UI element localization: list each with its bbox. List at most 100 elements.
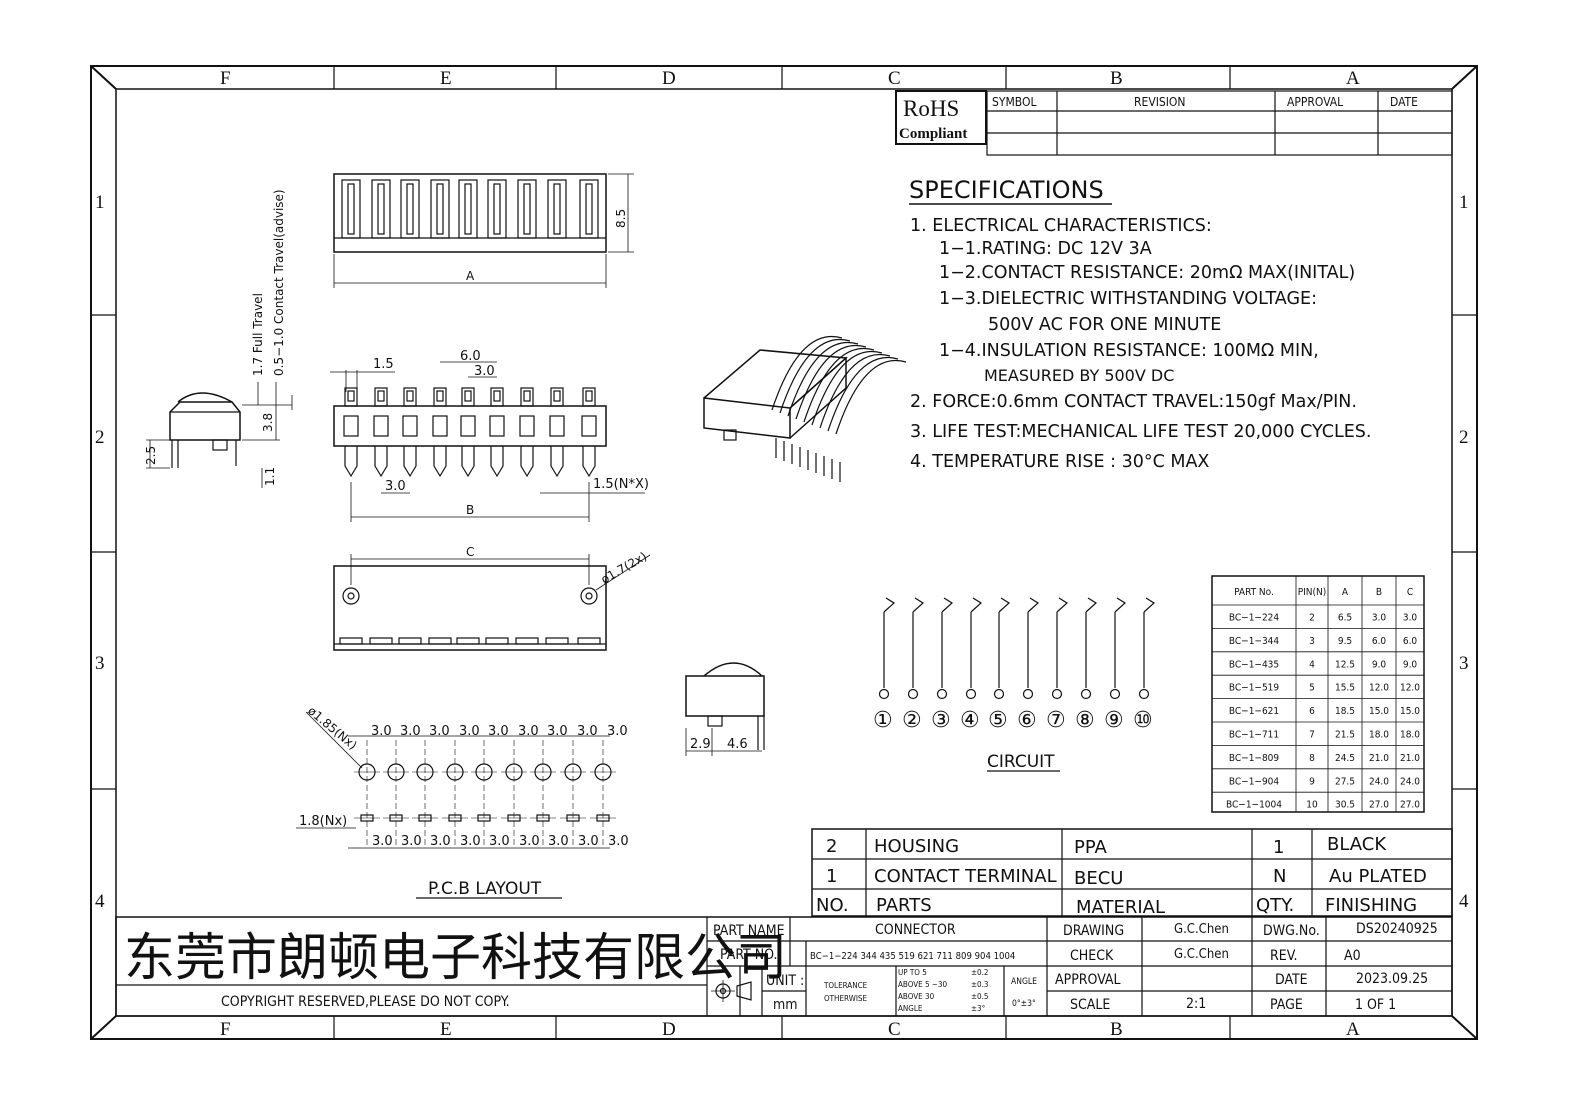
tb-label: PART NAME xyxy=(713,923,785,939)
spec-line: 500V AC FOR ONE MINUTE xyxy=(988,315,1221,335)
bom-cell: 1 xyxy=(826,866,837,887)
rohs-sub: Compliant xyxy=(899,126,967,142)
slot-inner xyxy=(585,183,593,235)
circuit-switch xyxy=(1143,597,1155,613)
window xyxy=(519,415,535,437)
pad xyxy=(545,637,569,645)
tb-label: CHECK xyxy=(1070,948,1114,964)
dim-label: 3.0 xyxy=(474,364,495,379)
dim-label: 3.0 xyxy=(547,724,568,739)
small-side-view: 2.9 4.6 xyxy=(685,662,765,756)
dim-label: 3.0 xyxy=(372,834,393,849)
col-label: E xyxy=(440,1019,452,1040)
slot-inner xyxy=(493,183,501,235)
circuit-pin-label: ② xyxy=(902,708,922,733)
circuit-switch xyxy=(883,597,895,613)
tb-label: DWG.No. xyxy=(1263,923,1320,939)
col-label: C xyxy=(888,1019,901,1040)
table-cell: 21.0 xyxy=(1369,753,1389,764)
tb-value: 2:1 xyxy=(1186,996,1206,1012)
pcb-title: P.C.B LAYOUT xyxy=(428,879,542,899)
table-cell: 3 xyxy=(1309,636,1315,647)
table-cell: BC−1−711 xyxy=(1229,730,1279,741)
pin xyxy=(403,446,417,478)
bom-cell: CONTACT TERMINAL xyxy=(874,866,1057,887)
tb-value: ABOVE 5 ~30 xyxy=(898,980,947,989)
table-cell: 24.0 xyxy=(1369,776,1389,787)
contact-top xyxy=(490,387,504,407)
contact-top xyxy=(461,387,475,407)
table-cell: 9.0 xyxy=(1403,659,1418,670)
bom-cell: 1 xyxy=(1273,837,1284,858)
circuit-switch xyxy=(1114,597,1126,613)
window xyxy=(460,415,476,437)
table-cell: 18.0 xyxy=(1400,730,1420,741)
slot xyxy=(547,179,567,239)
tb-label: TOLERANCE xyxy=(823,981,868,990)
slot-inner xyxy=(406,183,414,235)
revision-header: APPROVAL xyxy=(1287,95,1343,109)
spec-line: 1−4.INSULATION RESISTANCE: 100MΩ MIN, xyxy=(939,341,1319,361)
circuit-title: CIRCUIT xyxy=(987,752,1055,772)
circuit-switch xyxy=(1027,597,1039,613)
contact-top xyxy=(344,387,358,407)
circuit-pin-label: ⑦ xyxy=(1046,708,1066,733)
iso-contact xyxy=(771,336,843,411)
rohs-title: RoHS xyxy=(903,96,959,121)
tb-value: 1 OF 1 xyxy=(1355,997,1396,1013)
pad xyxy=(398,637,422,645)
table-header: A xyxy=(1342,587,1349,598)
slot xyxy=(517,179,537,239)
side-view: 1.7 Full Travel 0.5−1.0 Contact Travel(a… xyxy=(144,189,293,488)
bom-table: 2 HOUSING PPA 1 BLACK 1 CONTACT TERMINAL… xyxy=(811,828,1453,918)
table-cell: 10 xyxy=(1306,800,1318,811)
table-cell: 21.0 xyxy=(1400,753,1420,764)
slot xyxy=(371,179,391,239)
table-cell: 9.5 xyxy=(1338,636,1352,647)
spec-line: 1−1.RATING: DC 12V 3A xyxy=(939,239,1152,259)
table-cell: 4 xyxy=(1309,659,1315,670)
iso-contact xyxy=(819,354,891,429)
pcb-layout: ø1.85(Nx) 1.8(Nx) P.C.B LAYOUT 3.03.03.0… xyxy=(296,704,629,899)
tb-value: ±0.2 xyxy=(971,968,988,977)
row-label: 2 xyxy=(95,427,105,448)
col-label: E xyxy=(440,68,452,89)
table-cell: BC−1−904 xyxy=(1229,776,1280,787)
slot-inner xyxy=(347,183,355,235)
table-cell: 24.0 xyxy=(1400,776,1420,787)
bom-cell: PPA xyxy=(1074,837,1108,858)
window xyxy=(373,415,389,437)
isometric-view xyxy=(703,336,907,482)
row-label: 4 xyxy=(1459,891,1469,912)
tb-value: BC−1−224 344 435 519 621 711 809 904 100… xyxy=(810,951,1015,962)
row-label: 1 xyxy=(95,192,105,213)
tb-value: A0 xyxy=(1344,948,1361,964)
bom-cell: BLACK xyxy=(1327,834,1387,855)
dim-label: 3.0 xyxy=(608,834,629,849)
table-cell: BC−1−224 xyxy=(1229,613,1280,624)
revision-header: SYMBOL xyxy=(992,95,1036,109)
spec-line: 1−2.CONTACT RESISTANCE: 20mΩ MAX(INITAL) xyxy=(939,263,1355,283)
circuit-pin-label: ⑤ xyxy=(988,708,1008,733)
tb-label: APPROVAL xyxy=(1055,972,1121,988)
tb-label: OTHERWISE xyxy=(824,994,868,1003)
circuit-pin-label: ① xyxy=(873,708,893,733)
window xyxy=(343,415,359,437)
row-label: 4 xyxy=(95,891,105,912)
col-label: F xyxy=(220,1019,231,1040)
window xyxy=(402,415,418,437)
circuit-node xyxy=(1138,688,1150,700)
col-label: B xyxy=(1110,68,1123,89)
table-cell: 3.0 xyxy=(1372,613,1387,624)
dim-label: 4.6 xyxy=(727,737,748,752)
dim-label: B xyxy=(466,503,474,517)
dim-label: A xyxy=(466,269,475,283)
contact-inner xyxy=(464,390,472,402)
table-header: PART No. xyxy=(1234,587,1274,598)
iso-contact xyxy=(795,345,867,420)
circuit-switch xyxy=(912,597,924,613)
table-cell: 15.0 xyxy=(1369,706,1389,717)
pad xyxy=(339,637,363,645)
spec-line: 3. LIFE TEST:MECHANICAL LIFE TEST 20,000… xyxy=(910,422,1371,442)
slot xyxy=(458,179,478,239)
